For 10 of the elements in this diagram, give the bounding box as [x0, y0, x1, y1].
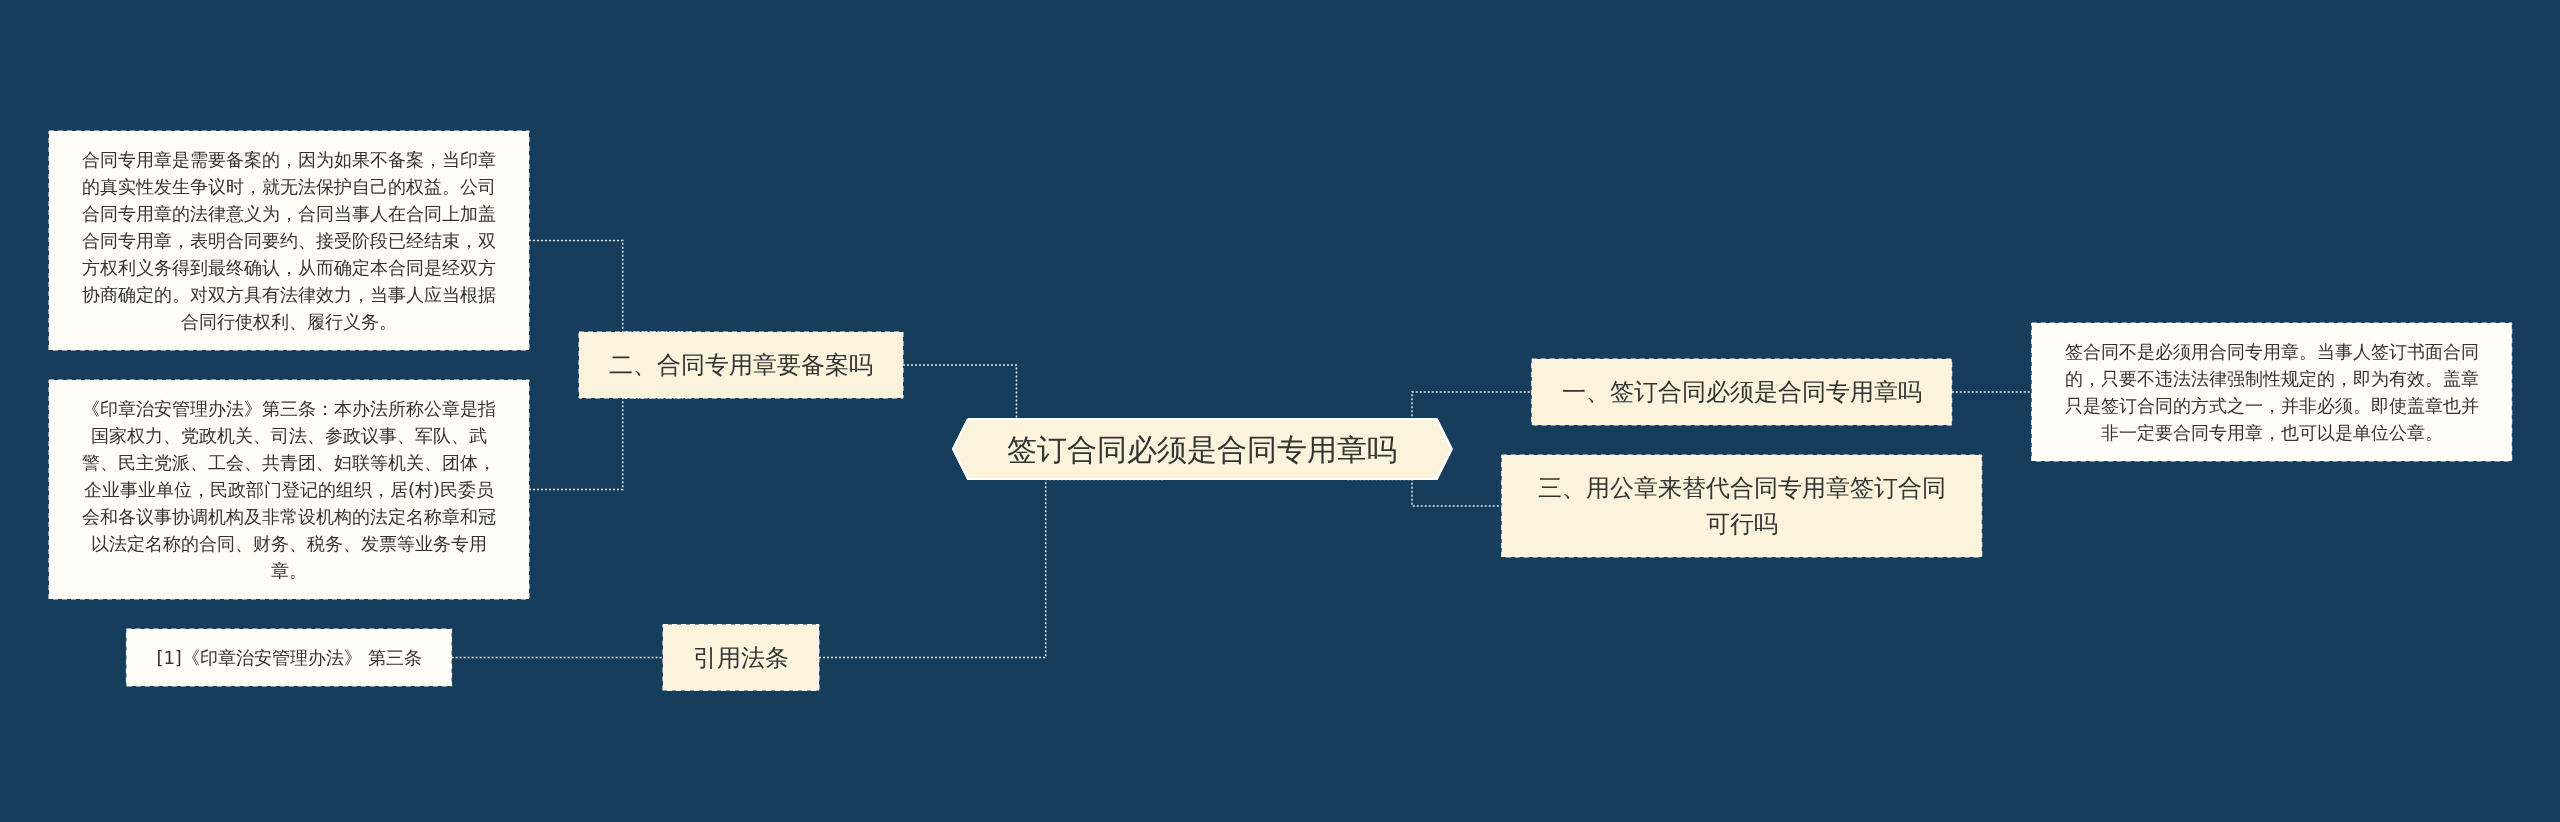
node-box: 二、合同专用章要备案吗 [578, 331, 904, 399]
node-box: 引用法条 [662, 624, 820, 692]
node-box: [1]《印章治安管理办法》 第三条 [125, 628, 452, 687]
node-box: 合同专用章是需要备案的，因为如果不备案，当印章的真实性发生争议时，就无法保护自己的权益。公司合同专用章的法律意义为，合同当事人在合同上加盖合同专用章，表明合同要约、接受阶段已经结束，双方权利义务得到最终确认，从而确定本合同是经双方协商确定的。对双方具有法律效力，当事人应当根据合同行使权利、履行义务。 [48, 130, 530, 351]
connector [1950, 391, 2033, 393]
node-box: 签合同不是必须用合同专用章。当事人签订书面合同的，只要不违法法律强制性规定的，即为有效。盖章只是签订合同的方式之一，并非必须。即使盖章也并非一定要合同专用章，也可以是单位公章。 [2030, 322, 2512, 462]
node-box: 三、用公章来替代合同专用章签订合同可行吗 [1500, 454, 1982, 558]
connector [450, 657, 664, 659]
node-box: 《印章治安管理办法》第三条：本办法所称公章是指国家权力、党政机关、司法、参政议事、军队、武警、民主党派、工会、共青团、妇联等机关、团体，企业事业单位，民政部门登记的组织，居(村)民委员会和各议事协调机构及非常设机构的法定名称章和冠以法定名称的合同、财务、税务、发票等业务专用章。 [48, 379, 530, 600]
node-box: 一、签订合同必须是合同专用章吗 [1530, 358, 1952, 426]
